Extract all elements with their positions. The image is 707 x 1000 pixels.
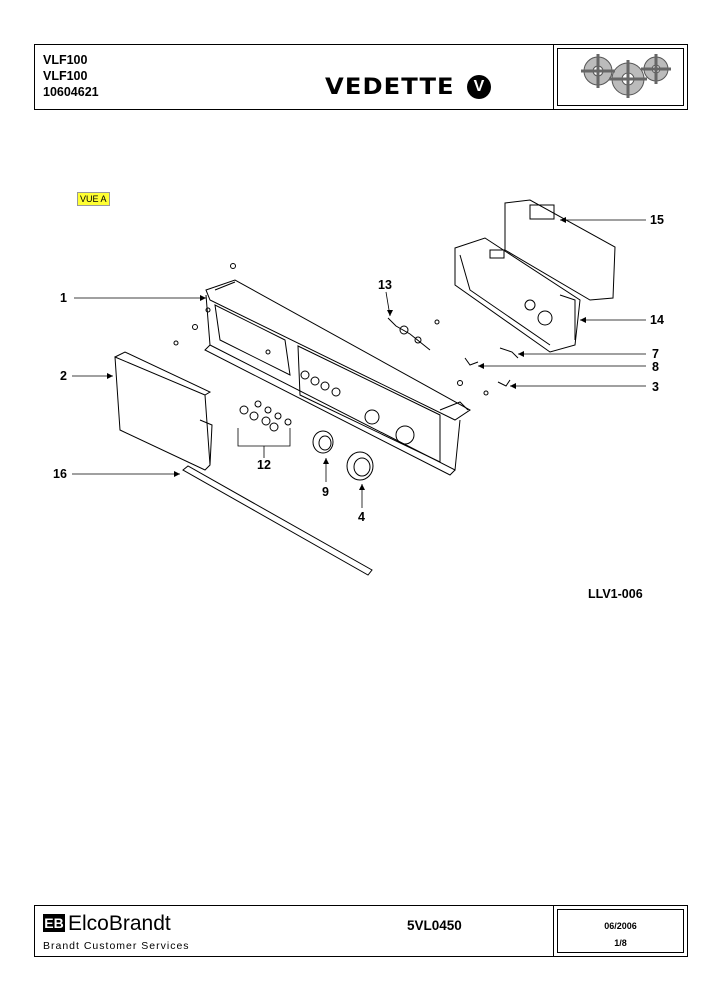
gears-icon	[581, 54, 671, 98]
callout-13: 13	[378, 278, 392, 292]
part-3	[497, 379, 511, 387]
exploded-view-drawing	[72, 199, 646, 576]
knob-4-part	[346, 451, 374, 481]
brand-logo-text: VEDETTE	[325, 75, 455, 100]
model-line-2: VLF100	[43, 69, 88, 83]
callout-16: 16	[53, 467, 67, 481]
model-line-3: 10604621	[43, 85, 99, 99]
page-number: 1/8	[614, 938, 627, 948]
elcobrandt-logo-icon: EB	[43, 914, 65, 932]
drawing-reference: LLV1-006	[588, 587, 643, 601]
trim-strip-part	[182, 465, 373, 576]
title-block: VLF100 VLF100 10604621 VEDETTE V	[34, 44, 688, 110]
callout-12: 12	[257, 458, 271, 472]
service-name: Brandt Customer Services	[43, 940, 190, 952]
control-panel-part	[205, 279, 471, 421]
date-box: 06/2006 1/8	[553, 906, 687, 956]
part-8	[464, 357, 479, 366]
drawer-front-part	[114, 356, 211, 471]
callout-9: 9	[322, 485, 329, 499]
knob-9-part	[312, 430, 334, 454]
program-buttons-part	[239, 400, 292, 432]
callout-4: 4	[358, 510, 365, 524]
electronic-board-part	[454, 237, 581, 353]
company-name: ElcoBrandt	[68, 912, 171, 935]
callout-15: 15	[650, 213, 664, 227]
callout-14: 14	[650, 313, 664, 327]
model-line-1: VLF100	[43, 53, 88, 67]
control-panel-face	[205, 294, 461, 471]
callout-3: 3	[652, 380, 659, 394]
document-code: 5VL0450	[407, 918, 462, 933]
callout-7: 7	[652, 347, 659, 361]
view-label: VUE A	[77, 192, 110, 206]
part-7	[499, 347, 519, 359]
switch-part	[387, 317, 431, 351]
brand-mark-icon: V	[467, 75, 491, 99]
display-board-part	[504, 199, 616, 301]
gear-logo-box	[553, 45, 687, 109]
callout-2: 2	[60, 369, 67, 383]
document-date: 06/2006	[604, 921, 637, 931]
callout-1: 1	[60, 291, 67, 305]
callout-8: 8	[652, 360, 659, 374]
